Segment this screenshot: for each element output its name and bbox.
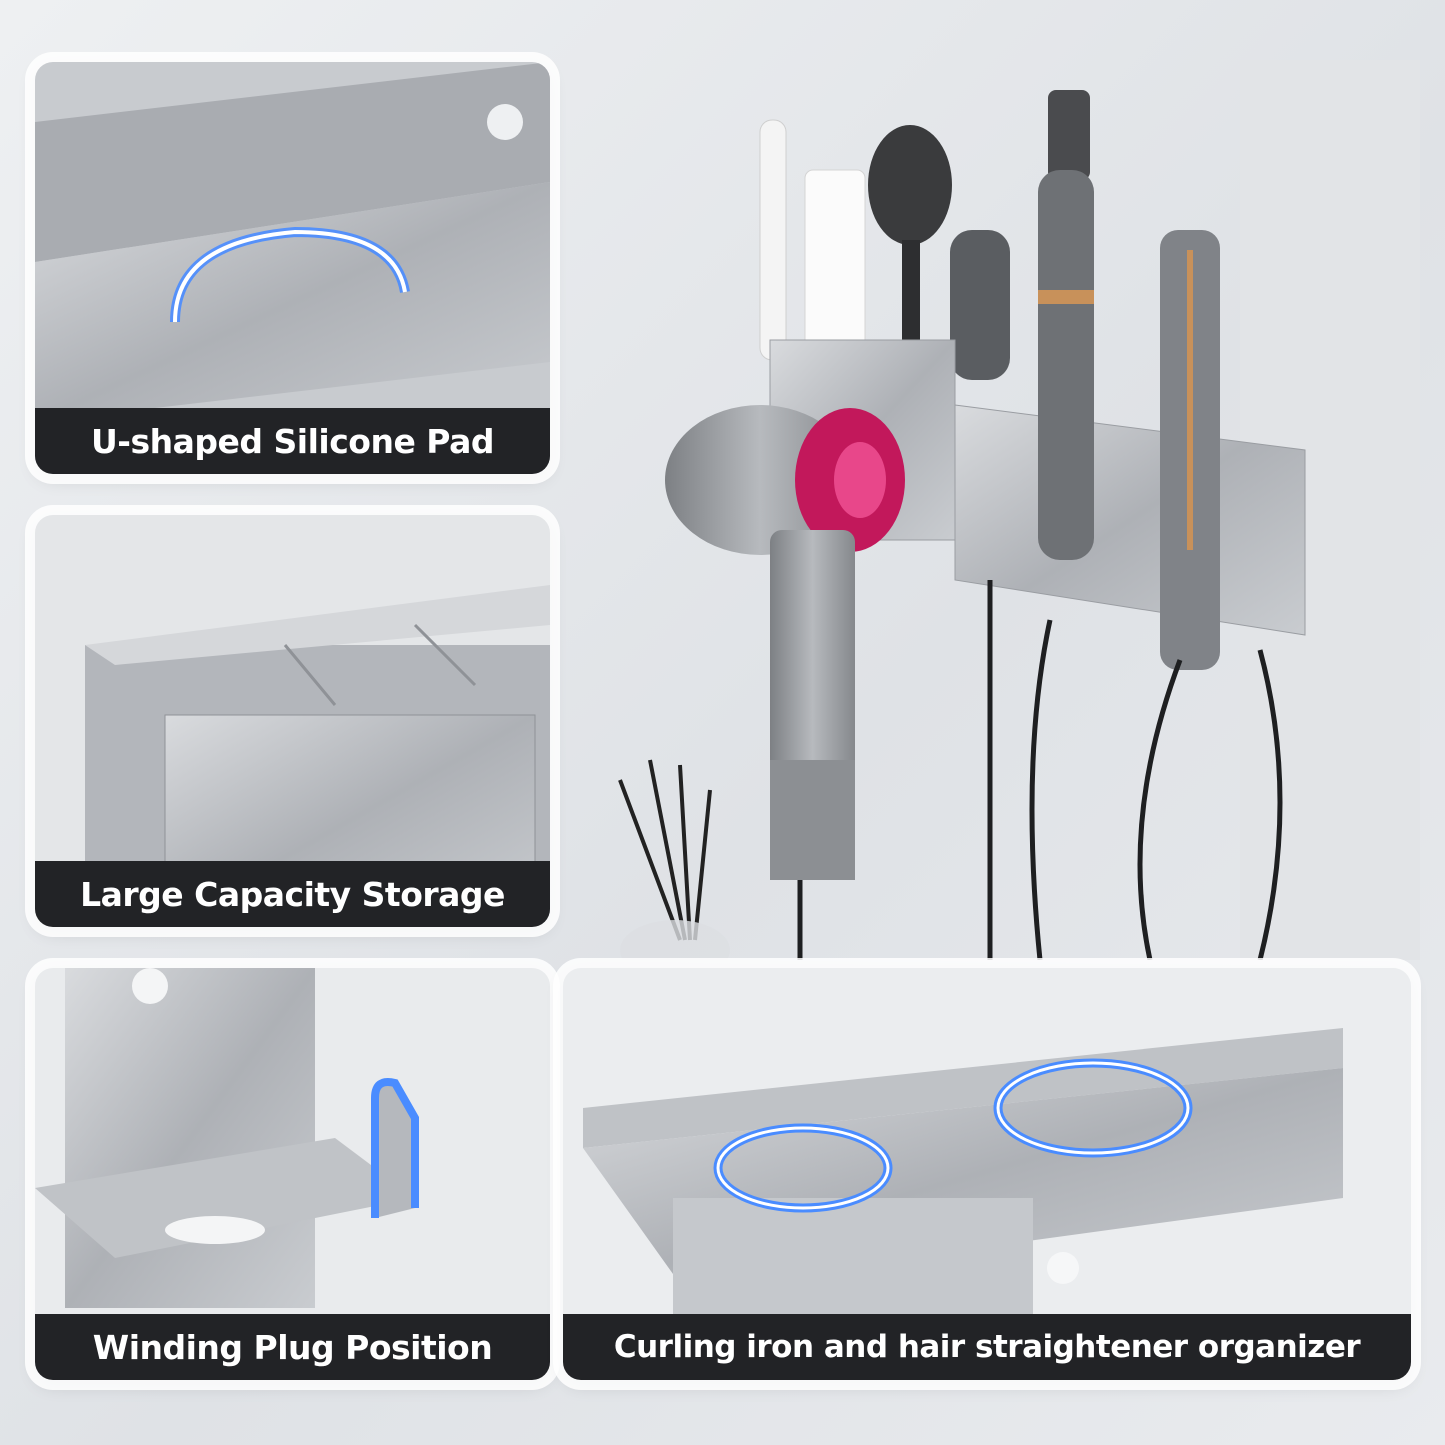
feature-panel-tool-holder: Curling iron and hair straightener organ… (563, 968, 1411, 1380)
hair-tool-organizer-illustration (618, 60, 1420, 980)
caption-plug-position: Winding Plug Position (35, 1314, 550, 1380)
feature-panel-storage: Large Capacity Storage (35, 515, 550, 927)
caption-storage: Large Capacity Storage (35, 861, 550, 927)
feature-panel-plug-position: Winding Plug Position (35, 968, 550, 1380)
caption-silicone-pad: U-shaped Silicone Pad (35, 408, 550, 474)
silicone-pad-illustration (35, 62, 550, 474)
feature-panel-silicone-pad: U-shaped Silicone Pad (35, 62, 550, 474)
caption-tool-holder: Curling iron and hair straightener organ… (563, 1314, 1411, 1380)
plug-hook-illustration (35, 968, 550, 1380)
ring-holder-illustration (563, 968, 1411, 1380)
product-scene (560, 60, 1420, 980)
